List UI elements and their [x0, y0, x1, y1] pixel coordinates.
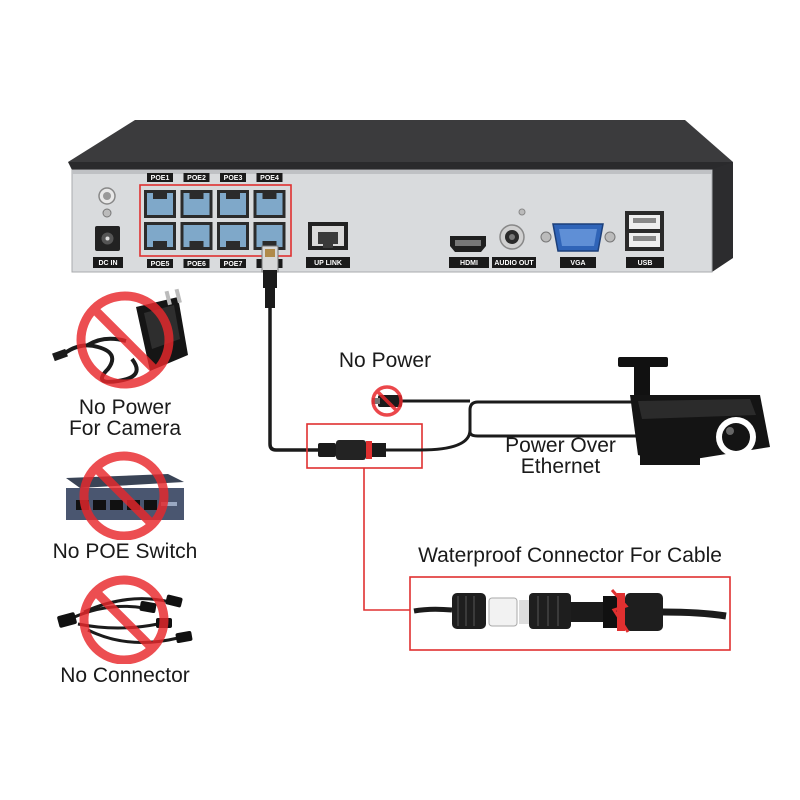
- caption-line-1: Power Over: [505, 434, 616, 457]
- poe-top-label: POE1: [151, 175, 170, 182]
- prohibition-icon: [76, 291, 174, 389]
- nvr-back-panel: [71, 169, 713, 273]
- poe-top-label: POE3: [224, 175, 243, 182]
- no-poe-switch-caption: No POE Switch: [52, 540, 198, 563]
- rj45-plug-icon: [261, 245, 279, 308]
- poe-bottom-label: POE6: [187, 261, 206, 268]
- usb-ports: USB: [625, 211, 664, 268]
- caption-line-2: Ethernet: [520, 455, 601, 478]
- hdmi-port: HDMI: [449, 236, 489, 268]
- poe-port: [180, 190, 213, 218]
- caption-line-2: For Camera: [68, 417, 182, 440]
- no-power-caption: No Power: [338, 349, 432, 372]
- usb-label: USB: [638, 260, 653, 267]
- nvr-top-panel: [68, 120, 733, 162]
- small-waterproof-connector: [318, 440, 386, 460]
- poe-top-label: POE2: [187, 175, 206, 182]
- nvr-cable: [268, 306, 322, 452]
- poe-ports: [144, 190, 286, 250]
- poe-top-label-bg: [147, 173, 173, 182]
- poe-port: [253, 190, 286, 218]
- poe-port: [217, 222, 249, 250]
- prohibition-icon: [371, 385, 403, 417]
- no-connector: [57, 575, 193, 664]
- nvr-side-panel: [710, 162, 733, 272]
- no-power-adapter: [52, 288, 188, 389]
- no-connector-caption: No Connector: [60, 664, 190, 687]
- uplink-label: UP LINK: [314, 260, 342, 267]
- poe-bottom-label-bg: [147, 259, 173, 268]
- poe-port: [144, 222, 176, 250]
- poe-port: [144, 190, 176, 218]
- ground-screw-icon: [98, 187, 116, 218]
- poe-top-label-bg: [256, 173, 283, 182]
- poe-top-label-bg: [220, 173, 246, 182]
- caption-line-1: No Power: [78, 396, 172, 419]
- dc-in-label: DC IN: [98, 260, 117, 267]
- poe-bottom-label-bg: [220, 259, 246, 268]
- dc-in-port: DC IN: [93, 226, 123, 268]
- audio-out-port: AUDIO OUT: [492, 208, 536, 268]
- no-poe-switch: [66, 451, 184, 540]
- power-over-ethernet-caption: Power Over Ethernet: [478, 435, 643, 477]
- poe-bottom-label-bg: [183, 259, 210, 268]
- poe-port: [180, 222, 213, 250]
- uplink-port: UP LINK: [306, 222, 350, 268]
- bullet-camera-icon: [618, 357, 770, 465]
- detail-link-line: [363, 468, 410, 611]
- poe-bottom-label: POE7: [224, 261, 243, 268]
- prohibition-icon: [79, 575, 169, 664]
- vga-port: VGA: [540, 223, 616, 268]
- vga-label: VGA: [570, 260, 585, 267]
- prohibition-icon: [79, 451, 169, 540]
- waterproof-caption: Waterproof Connector For Cable: [418, 544, 722, 567]
- poe-port: [253, 222, 286, 250]
- poe-top-label: POE4: [260, 175, 279, 182]
- waterproof-connector-detail: [413, 589, 727, 633]
- hdmi-logo: HDMI: [460, 260, 478, 267]
- no-power-camera-caption: No Power For Camera: [40, 397, 210, 439]
- audio-out-label: AUDIO OUT: [494, 260, 534, 267]
- poe-bottom-label: POE5: [151, 261, 170, 268]
- poe-highlight-frame: [139, 184, 292, 257]
- poe-top-label-bg: [183, 173, 210, 182]
- poe-port: [217, 190, 249, 218]
